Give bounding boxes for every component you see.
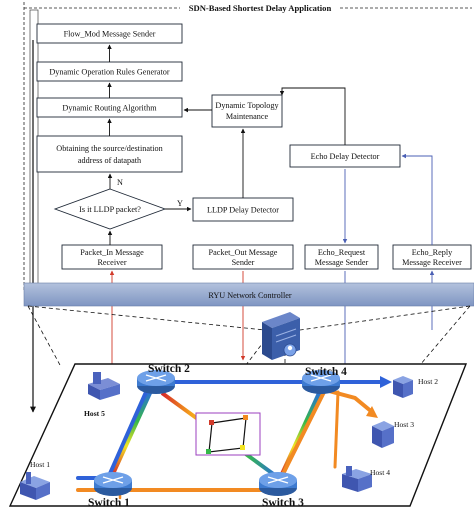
- echo-reply-line2: Message Receiver: [402, 258, 462, 267]
- topology-line2: Maintenance: [226, 112, 269, 121]
- network-square-icon: [195, 412, 261, 456]
- rules-generator-box: Dynamic Operation Rules Generator: [36, 61, 183, 82]
- host-2-label: Host 2: [418, 377, 438, 386]
- packet-in-line2: Receiver: [97, 258, 126, 267]
- switch-2-label: Switch 2: [148, 363, 190, 375]
- obtain-address-line1: Obtaining the source/destination: [56, 144, 162, 153]
- flow-arrows: [107, 44, 346, 245]
- echo-reply-line1: Echo_Reply: [412, 248, 453, 257]
- obtain-address-box: Obtaining the source/destination address…: [36, 135, 183, 173]
- host-4-label: Host 4: [370, 468, 390, 477]
- lldp-detector-label: LLDP Delay Detector: [207, 206, 279, 215]
- topology-maintenance-box: Dynamic Topology Maintenance: [211, 94, 283, 128]
- flow-mod-label: Flow_Mod Message Sender: [64, 30, 156, 39]
- building-icon: [342, 466, 372, 492]
- echo-request-line2: Message Sender: [315, 258, 369, 267]
- controller-label: RYU Network Controller: [208, 291, 292, 300]
- rules-generator-label: Dynamic Operation Rules Generator: [49, 68, 170, 77]
- packet-out-sender-box: Packet_Out Message Sender: [192, 244, 294, 270]
- echo-reply-receiver-box: Echo_Reply Message Receiver: [392, 244, 472, 270]
- packet-in-receiver-box: Packet_In Message Receiver: [61, 244, 163, 270]
- packet-in-line1: Packet_In Message: [80, 248, 144, 257]
- lldp-decision-diamond: Is it LLDP packet?: [53, 188, 167, 230]
- server-icon: [262, 312, 300, 360]
- echo-request-sender-box: Echo_Request Message Sender: [304, 244, 379, 270]
- building-icon: [20, 472, 50, 500]
- echo-detector-label: Echo Delay Detector: [311, 152, 380, 161]
- obtain-address-line2: address of datapath: [78, 156, 141, 165]
- decision-label: Is it LLDP packet?: [79, 205, 141, 214]
- host-5-label: Host 5: [84, 409, 105, 418]
- router-icon: [94, 472, 132, 496]
- building-icon: [372, 421, 394, 448]
- yes-branch-label: Y: [177, 199, 183, 208]
- host-3-label: Host 3: [394, 420, 414, 429]
- building-icon: [393, 376, 413, 398]
- router-icon: [302, 370, 340, 394]
- topology-line1: Dynamic Topology: [215, 101, 279, 110]
- packet-out-line2: Sender: [232, 258, 255, 267]
- router-icon: [259, 472, 297, 496]
- routing-algorithm-box: Dynamic Routing Algorithm: [36, 97, 183, 118]
- lldp-delay-detector-box: LLDP Delay Detector: [192, 197, 294, 222]
- echo-delay-detector-box: Echo Delay Detector: [289, 144, 401, 168]
- switch-1-label: Switch 1: [88, 497, 130, 509]
- app-title: SDN-Based Shortest Delay Application: [189, 3, 332, 13]
- echo-request-line1: Echo_Request: [318, 248, 366, 257]
- building-icon: [88, 372, 120, 400]
- routing-algorithm-label: Dynamic Routing Algorithm: [62, 104, 157, 113]
- no-branch-label: N: [117, 178, 123, 187]
- flow-mod-sender-box: Flow_Mod Message Sender: [36, 23, 183, 44]
- switch-3-label: Switch 3: [262, 497, 304, 509]
- host-1-label: Host 1: [30, 460, 50, 469]
- ryu-controller-bar: RYU Network Controller: [23, 282, 474, 307]
- switch-4-label: Switch 4: [305, 366, 347, 378]
- router-icon: [137, 370, 175, 394]
- packet-out-line1: Packet_Out Message: [209, 248, 278, 257]
